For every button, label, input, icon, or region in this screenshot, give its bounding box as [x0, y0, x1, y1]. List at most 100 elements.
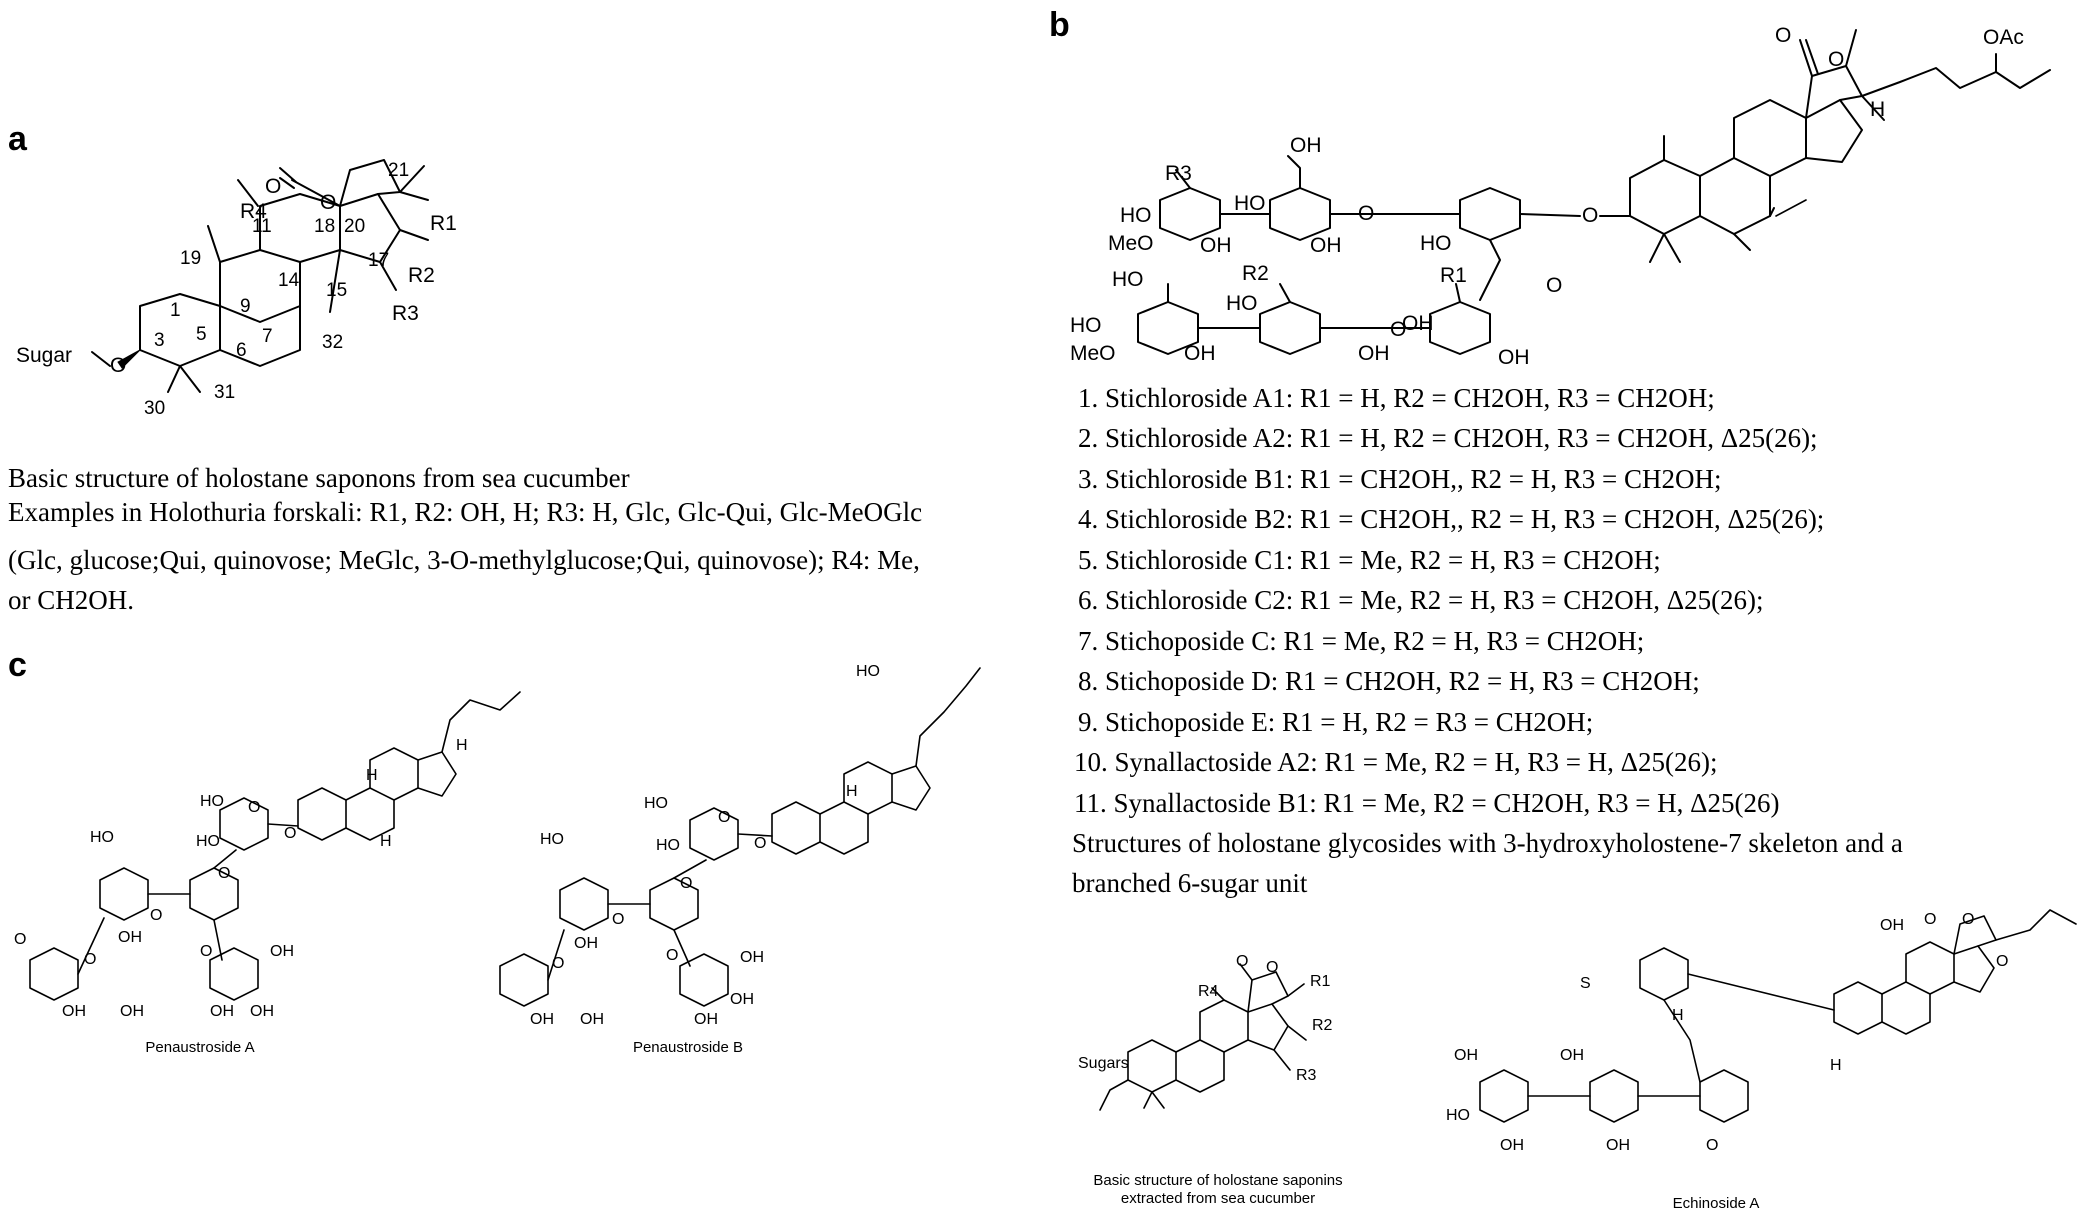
b-compound-5: 5. Stichloroside C1: R1 = Me, R2 = H, R3… [1078, 545, 1661, 575]
b-atom-oh5: OH [1184, 342, 1216, 365]
b-atom-ho3: HO [1420, 232, 1452, 255]
b-compound-3: 3. Stichloroside B1: R1 = CH2OH,, R2 = H… [1078, 464, 1721, 494]
c-b-atom-o3: O [612, 911, 624, 928]
a-num-30: 30 [144, 398, 165, 419]
a-num-3: 3 [154, 330, 165, 351]
b-sugar-chain: R3 HO MeO OH OH HO OH HO O O R2 R1 HO HO… [1070, 134, 1581, 369]
c-b-atom-oh5: OH [580, 1011, 604, 1028]
a-num-11: 11 [252, 216, 272, 237]
c-a-atom-ho2: HO [196, 833, 220, 850]
b-atom-o-lactone: O [1828, 48, 1844, 71]
b-basic-caption-1: Basic structure of holostane saponins [1093, 1172, 1342, 1189]
b-atom-ho4: HO [1112, 268, 1144, 291]
b-echino-oh: OH [1880, 917, 1904, 934]
b-echino-s: S [1580, 975, 1591, 992]
panel-a-letter: a [8, 120, 28, 158]
c-b-atom-oh4: OH [730, 991, 754, 1008]
c-a-atom-oh1: OH [118, 929, 142, 946]
b-echinoside-structure: OH O O O S H H OH OH HO OH OH O Echinosi… [1446, 909, 2077, 1212]
b-atom-r1: R1 [1440, 264, 1467, 287]
panel-c-letter: c [8, 646, 27, 684]
b-echino-oh5: OH [1500, 1137, 1524, 1154]
a-atom-r4: R4 [240, 200, 267, 223]
b-compound-7: 7. Stichoposide C: R1 = Me, R2 = H, R3 =… [1078, 626, 1644, 656]
b-compound-1: 1. Stichloroside A1: R1 = H, R2 = CH2OH,… [1078, 383, 1715, 413]
c-a-atom-h3: H [456, 737, 468, 754]
a-atom-r3: R3 [392, 302, 419, 325]
c-b-atom-oh1: OH [574, 935, 598, 952]
b-basic-r1: R1 [1310, 973, 1331, 990]
a-atom-sugar: Sugar [16, 344, 72, 367]
c-b-atom-o2: O [718, 809, 730, 826]
b-basic-caption-2: extracted from sea cucumber [1121, 1190, 1315, 1207]
b-basic-structure: R4 O O R1 R2 R3 Sugars Basic structure o… [1078, 953, 1343, 1207]
c-b-atom-ho2: HO [656, 837, 680, 854]
a-num-9: 9 [240, 296, 251, 317]
a-num-32: 32 [322, 332, 343, 353]
b-summary-1: Structures of holostane glycosides with … [1072, 828, 1903, 858]
c-b-atom-ho1: HO [644, 795, 668, 812]
a-atom-o-sugar: O [110, 354, 126, 377]
c-b-atom-oh6: OH [694, 1011, 718, 1028]
c-a-atom-h1: H [366, 767, 378, 784]
b-basic-o1: O [1236, 953, 1248, 970]
b-echino-h2: H [1830, 1057, 1842, 1074]
b-basic-r3: R3 [1296, 1067, 1317, 1084]
a-num-20: 20 [344, 216, 365, 237]
c-a-atom-oh2: OH [62, 1003, 86, 1020]
b-atom-oh8: OH [1498, 346, 1530, 369]
a-text-line-3: (Glc, glucose;Qui, quinovose; MeGlc, 3-O… [8, 545, 920, 575]
a-num-19: 19 [180, 248, 201, 269]
a-text-line-2: Examples in Holothuria forskali: R1, R2:… [8, 497, 922, 527]
b-atom-ho6: HO [1226, 292, 1258, 315]
c-a-atom-o5: O [218, 865, 230, 882]
panel-a-structure: O O R4 R1 R2 R3 Sugar O 21 18 20 19 11 1… [16, 159, 457, 419]
c-a-atom-ho3: O [14, 931, 26, 948]
b-compound-9: 9. Stichoposide E: R1 = H, R2 = R3 = CH2… [1078, 707, 1593, 737]
b-atom-ho1: HO [1120, 204, 1152, 227]
b-atom-oh2: OH [1290, 134, 1322, 157]
a-atom-r2: R2 [408, 264, 435, 287]
b-compound-11: 11. Synallactoside B1: R1 = Me, R2 = CH2… [1074, 788, 1780, 818]
b-echino-h1: H [1672, 1007, 1684, 1024]
b-atom-meo1: MeO [1108, 232, 1154, 255]
panel-b: b H OAc O O O [1049, 6, 2077, 1212]
b-echino-o3: O [1996, 953, 2008, 970]
a-atom-o-carbonyl: O [265, 175, 281, 198]
a-text-line-4: or CH2OH. [8, 585, 134, 615]
b-basic-r2: R2 [1312, 1017, 1333, 1034]
c-a-atom-ho1: HO [200, 793, 224, 810]
c-a-atom-o1: O [284, 825, 296, 842]
b-atom-o-link3: O [1390, 318, 1406, 341]
c-b-atom-o1: O [754, 835, 766, 852]
panel-a: a O O [8, 120, 922, 615]
b-atom-o-link1: O [1358, 202, 1374, 225]
a-num-7: 7 [262, 326, 273, 347]
b-atom-h: H [1870, 98, 1885, 121]
a-num-14: 14 [278, 270, 300, 291]
b-atom-oac: OAc [1983, 26, 2024, 49]
b-atom-o-carbonyl: O [1775, 24, 1791, 47]
c-penaustroside-a-caption: Penaustroside A [145, 1039, 254, 1056]
a-num-18: 18 [314, 216, 335, 237]
b-atom-meo2: MeO [1070, 342, 1116, 365]
b-compound-6: 6. Stichloroside C2: R1 = Me, R2 = H, R3… [1078, 585, 1764, 615]
a-num-15: 15 [326, 280, 347, 301]
b-echino-oh2: OH [1560, 1047, 1584, 1064]
panel-c: c HO HO O O HO O O O O OH O OH OH [8, 646, 981, 1056]
panel-b-letter: b [1049, 6, 1070, 44]
a-num-6: 6 [236, 340, 247, 361]
b-echino-o1: O [1924, 911, 1936, 928]
c-b-atom-o6: O [666, 947, 678, 964]
b-atom-oh1: OH [1200, 234, 1232, 257]
c-b-atom-oh2: OH [530, 1011, 554, 1028]
b-atom-o-link2: O [1546, 274, 1562, 297]
b-atom-ho7: OH [1402, 312, 1434, 335]
b-atom-oh6: OH [1358, 342, 1390, 365]
b-summary-2: branched 6-sugar unit [1072, 868, 1308, 898]
a-text-line-1: Basic structure of holostane saponons fr… [8, 463, 630, 493]
c-a-atom-o6: O [84, 951, 96, 968]
b-atom-ho2: HO [1234, 192, 1266, 215]
c-a-atom-oh4: OH [270, 943, 294, 960]
